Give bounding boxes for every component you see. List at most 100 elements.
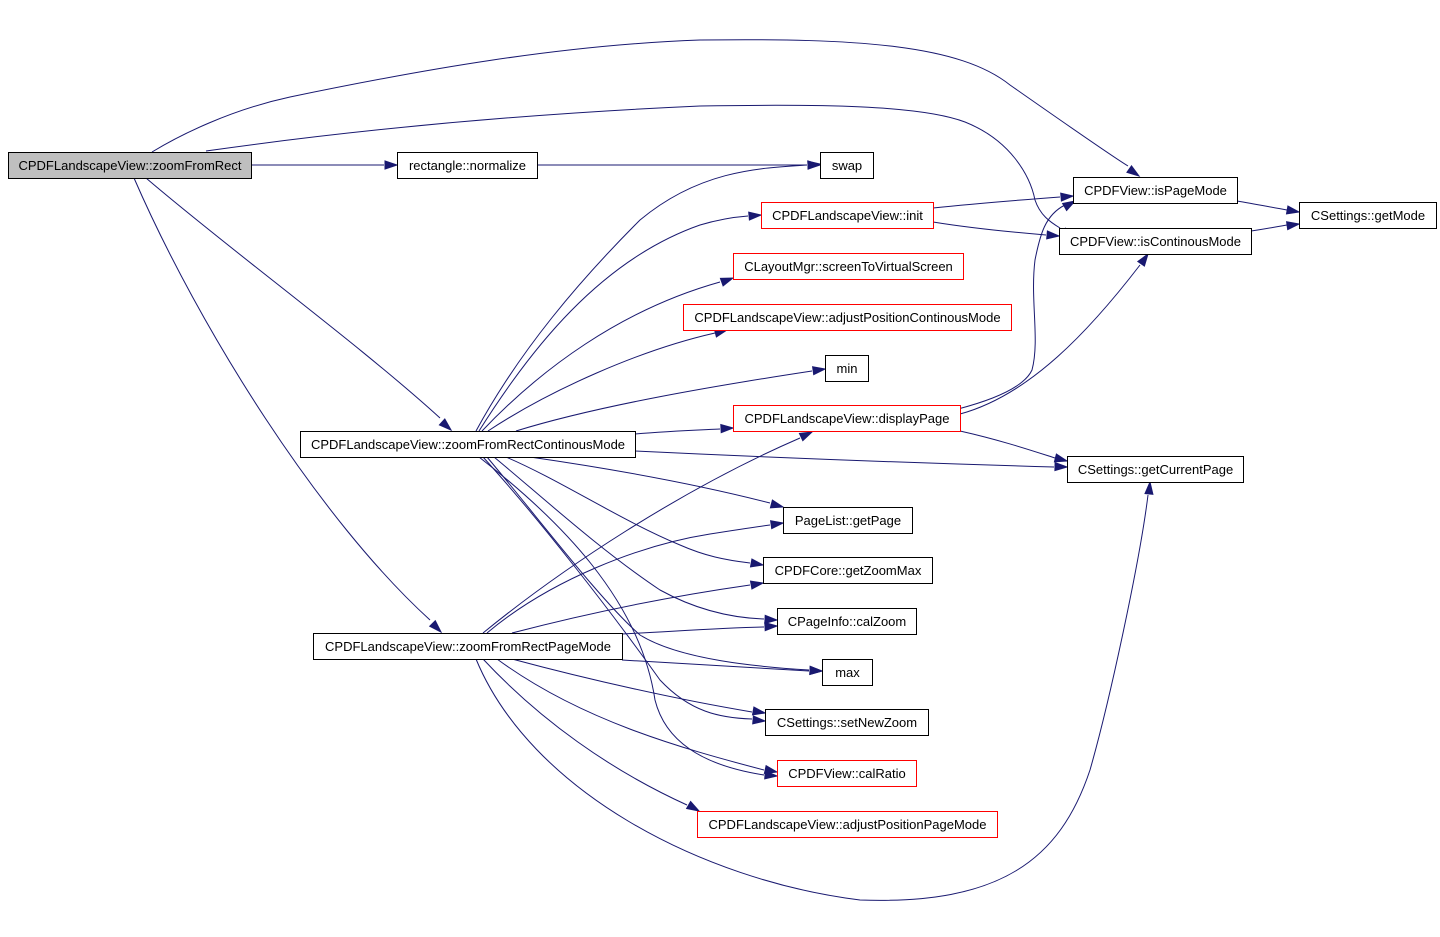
edge-zoomFromRectContinousMode-to-init	[478, 211, 763, 432]
edge-line	[493, 456, 765, 620]
node-adjustPositionPageMode[interactable]: CPDFLandscapeView::adjustPositionPageMod…	[697, 811, 998, 838]
edge-line	[621, 626, 765, 635]
arrow-head-icon	[1285, 205, 1301, 215]
edge-line	[486, 524, 771, 634]
edge-isPageMode-to-getMode	[1236, 200, 1301, 215]
node-box	[763, 557, 933, 584]
node-label: CPDFLandscapeView::zoomFromRectPageMode	[325, 639, 611, 654]
node-label: CPDFLandscapeView::zoomFromRect	[18, 158, 241, 173]
edge-zoomFromRectContinousMode-to-calRatio	[478, 456, 779, 780]
arrow-head-icon	[763, 764, 779, 774]
node-init[interactable]: CPDFLandscapeView::init	[761, 202, 934, 229]
edge-zoomFromRect-to-zoomFromRectPageMode	[133, 177, 443, 634]
edge-displayPage-to-getCurrentPage	[959, 430, 1069, 463]
arrow-head-icon	[751, 706, 767, 716]
node-label: CPDFView::isContinousMode	[1070, 234, 1241, 249]
edge-zoomFromRect-to-isContinousMode	[205, 104, 1074, 241]
node-zoomFromRectContinousMode[interactable]: CPDFLandscapeView::zoomFromRectContinous…	[300, 431, 636, 458]
edge-zoomFromRectContinousMode-to-setNewZoom	[482, 456, 767, 725]
arrow-head-icon	[798, 431, 814, 442]
arrow-head-icon	[1060, 192, 1075, 202]
arrow-head-icon	[809, 665, 824, 676]
node-max[interactable]: max	[822, 659, 873, 686]
arrow-head-icon	[384, 160, 399, 170]
node-adjustPositionContinousMode[interactable]: CPDFLandscapeView::adjustPositionContino…	[683, 304, 1012, 331]
node-setNewZoom[interactable]: CSettings::setNewZoom	[765, 709, 929, 736]
arrow-head-icon	[807, 160, 822, 170]
edge-line	[959, 430, 1056, 459]
edge-zoomFromRectContinousMode-to-screenToVirtualScreen	[481, 277, 735, 432]
edge-zoomFromRectPageMode-to-calRatio	[496, 658, 779, 774]
edge-line	[133, 177, 431, 621]
node-displayPage[interactable]: CPDFLandscapeView::displayPage	[733, 405, 961, 432]
edge-zoomFromRectPageMode-to-max	[621, 659, 824, 676]
edge-zoomFromRect-to-normalize	[251, 160, 399, 170]
node-swap[interactable]: swap	[820, 152, 874, 179]
arrow-head-icon	[752, 715, 767, 725]
edge-displayPage-to-isContinousMode	[959, 252, 1149, 415]
node-isContinousMode[interactable]: CPDFView::isContinousMode	[1059, 228, 1252, 255]
node-isPageMode[interactable]: CPDFView::isPageMode	[1073, 177, 1238, 204]
node-min[interactable]: min	[825, 355, 869, 382]
edge-zoomFromRectContinousMode-to-min	[515, 366, 827, 432]
edge-zoomFromRectPageMode-to-displayPage	[482, 431, 814, 634]
node-label: CLayoutMgr::screenToVirtualScreen	[744, 259, 953, 274]
node-label: CSettings::setNewZoom	[777, 715, 917, 730]
arrow-head-icon	[770, 520, 785, 530]
edge-line	[932, 196, 1061, 209]
edge-line	[957, 204, 1066, 410]
node-label: CPDFView::calRatio	[788, 766, 906, 781]
node-getCurrentPage[interactable]: CSettings::getCurrentPage	[1067, 456, 1244, 483]
node-getZoomMax[interactable]: CPDFCore::getZoomMax	[763, 557, 933, 584]
edge-zoomFromRectContinousMode-to-getZoomMax	[505, 456, 765, 568]
node-label: CPDFLandscapeView::init	[772, 208, 923, 223]
node-box	[733, 405, 961, 432]
node-normalize[interactable]: rectangle::normalize	[397, 152, 538, 179]
edge-normalize-to-swap	[537, 160, 822, 170]
edge-line	[482, 437, 801, 634]
node-box	[683, 304, 1012, 331]
node-zoomFromRectPageMode[interactable]: CPDFLandscapeView::zoomFromRectPageMode	[313, 633, 623, 660]
node-screenToVirtualScreen[interactable]: CLayoutMgr::screenToVirtualScreen	[733, 253, 964, 280]
node-box	[777, 760, 917, 787]
arrow-head-icon	[769, 499, 785, 509]
edge-zoomFromRectContinousMode-to-calZoom	[493, 456, 779, 625]
edge-zoomFromRectContinousMode-to-displayPage	[634, 423, 735, 435]
node-calRatio[interactable]: CPDFView::calRatio	[777, 760, 917, 787]
nodes-layer: CPDFLandscapeView::zoomFromRect rectangle…	[8, 152, 1437, 838]
node-label: CSettings::getCurrentPage	[1078, 462, 1233, 477]
node-calZoom[interactable]: CPageInfo::calZoom	[777, 608, 917, 635]
edge-line	[515, 370, 813, 432]
arrow-head-icon	[719, 277, 735, 287]
node-box	[8, 152, 252, 179]
node-box	[733, 253, 964, 280]
edge-line	[959, 264, 1141, 415]
node-label: CPageInfo::calZoom	[788, 614, 907, 629]
edge-zoomFromRectPageMode-to-getPage	[486, 520, 785, 634]
edge-init-to-isContinousMode	[932, 221, 1061, 240]
edge-zoomFromRectContinousMode-to-adjustPositionContinousMode	[487, 328, 729, 432]
edges-layer	[133, 39, 1301, 901]
node-getPage[interactable]: PageList::getPage	[783, 507, 913, 534]
node-box	[777, 608, 917, 635]
node-label: CPDFLandscapeView::adjustPositionPageMod…	[709, 817, 987, 832]
node-box	[1299, 202, 1437, 229]
arrow-head-icon	[748, 211, 763, 221]
arrow-head-icon	[1046, 230, 1061, 240]
arrow-head-icon	[749, 580, 765, 590]
node-getMode[interactable]: CSettings::getMode	[1299, 202, 1437, 229]
arrow-head-icon	[1053, 453, 1069, 463]
edge-line	[511, 658, 753, 713]
node-label: swap	[832, 158, 862, 173]
edge-line	[634, 428, 721, 435]
node-label: PageList::getPage	[795, 513, 901, 528]
node-box	[1067, 456, 1244, 483]
node-label: min	[837, 361, 858, 376]
edge-displayPage-to-isPageMode	[957, 200, 1077, 410]
edge-init-to-isPageMode	[932, 192, 1075, 209]
arrow-head-icon	[1126, 164, 1141, 177]
arrow-head-icon	[764, 621, 779, 632]
edge-line	[475, 494, 1149, 901]
arrow-head-icon	[1054, 461, 1069, 472]
node-label: CPDFLandscapeView::adjustPositionContino…	[694, 310, 1000, 325]
